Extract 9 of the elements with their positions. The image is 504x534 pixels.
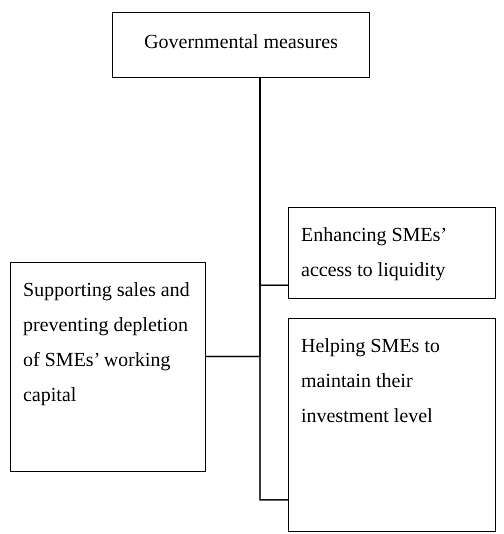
box-text: Governmental measures — [143, 30, 339, 55]
box-text: Enhancing SMEs’ access to liquidity — [301, 223, 447, 283]
connector-line — [259, 78, 288, 501]
text-box — [288, 318, 496, 532]
text-box — [10, 262, 206, 472]
text-box — [288, 207, 496, 299]
box-text: Supporting sales and preventing depletion of SMEs’ working capital — [23, 278, 191, 408]
box-text: Helping SMEs to maintain their investment level — [301, 334, 441, 429]
text-box — [112, 12, 370, 78]
